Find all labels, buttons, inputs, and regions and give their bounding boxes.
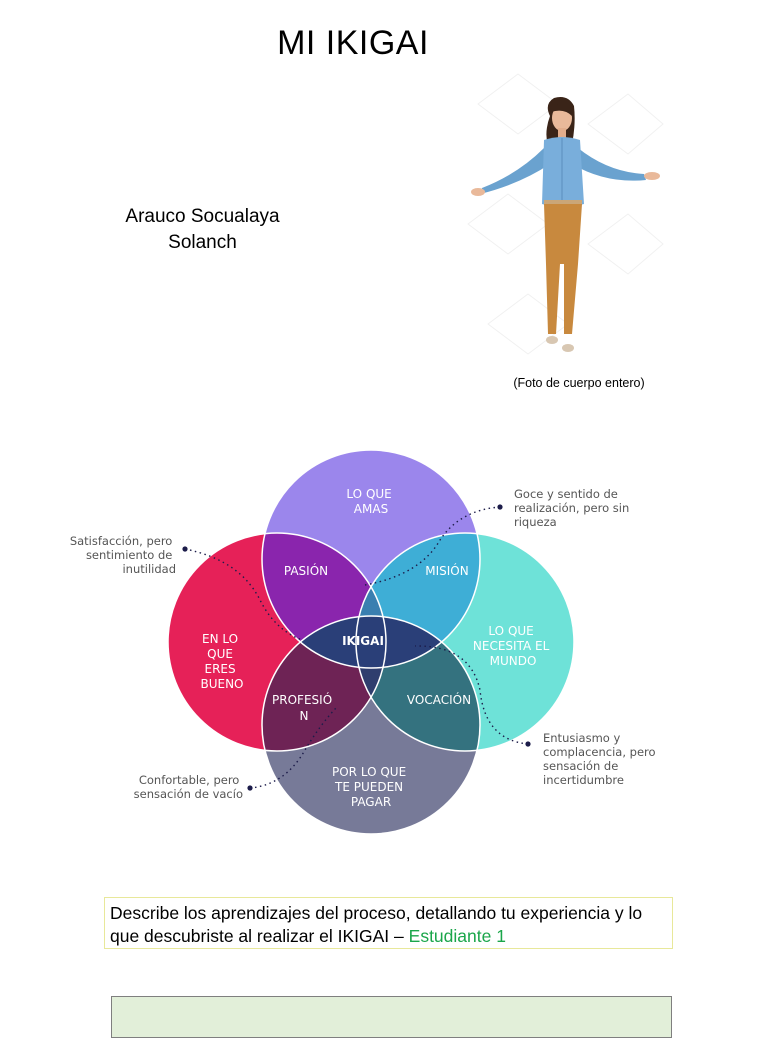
ikigai-diagram: LO QUE AMAS EN LO QUE ERES BUENO LO QUE …: [70, 449, 659, 835]
author-surname: Arauco Socualaya: [125, 206, 280, 227]
annotation-bottom-right: Entusiasmo y complacencia, pero sensació…: [543, 731, 659, 787]
label-need: LO QUE NECESITA EL MUNDO: [473, 624, 553, 668]
label-love: LO QUE AMAS: [346, 487, 395, 516]
prompt-text: Describe los aprendizajes del proceso, d…: [110, 903, 643, 946]
photo-caption: (Foto de cuerpo entero): [513, 376, 645, 390]
label-profession: PROFESIÓ N: [272, 692, 336, 723]
answer-field[interactable]: [111, 996, 672, 1038]
annotation-top-left: Satisfacción, pero sentimiento de inutil…: [70, 534, 176, 576]
reflection-prompt: Describe los aprendizajes del proceso, d…: [104, 897, 673, 949]
label-vocation: VOCACIÓN: [407, 692, 471, 707]
label-passion: PASIÓN: [284, 563, 328, 578]
author-name: Arauco Socualaya Solanch: [100, 204, 305, 256]
page-title: MI IKIGAI: [277, 24, 429, 62]
label-mission: MISIÓN: [425, 563, 468, 578]
annotation-top-right: Goce y sentido de realización, pero sin …: [514, 487, 633, 529]
student-label: Estudiante 1: [408, 926, 506, 946]
annotation-bottom-left: Confortable, pero sensación de vacío: [134, 773, 243, 801]
label-ikigai: IKIGAI: [342, 634, 384, 648]
label-good: EN LO QUE ERES BUENO: [200, 632, 243, 691]
label-paid: POR LO QUE TE PUEDEN PAGAR: [332, 765, 410, 809]
full-body-photo: [458, 64, 668, 370]
author-given-name: Solanch: [168, 232, 237, 253]
